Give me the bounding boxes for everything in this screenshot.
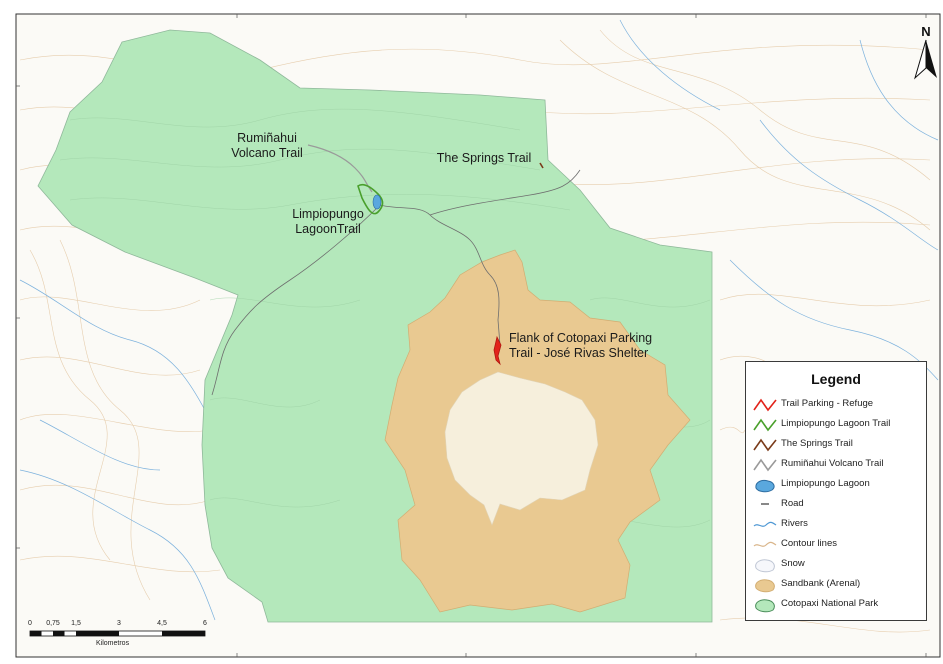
scale-tick-1: 0,75 [46,620,60,627]
roads [211,169,581,396]
legend-item-contours: Contour lines [752,536,922,556]
north-letter: N [921,24,931,39]
legend-label: The Springs Trail [781,438,853,449]
legend-item-rivers: Rivers [752,516,922,536]
scale-unit: Kilometros [96,640,130,647]
legend-label: Limpiopungo Lagoon Trail [781,418,891,429]
legend-label: Cotopaxi National Park [781,598,879,609]
rivers-background [19,19,939,621]
legend-label: Snow [781,558,805,569]
springs-trail [539,162,544,169]
scale-tick-3: 3 [117,620,121,627]
north-arrow: N [913,24,939,80]
legend-item-rumihahui-trail: Rumiñahui Volcano Trail [752,456,922,476]
limpiopungo-trail [357,183,384,215]
legend-label: Rumiñahui Volcano Trail [781,458,884,469]
road-icon [761,503,769,505]
brown-line-icon [753,438,777,452]
snow-icon [755,559,775,573]
legend-label: Rivers [781,518,808,529]
legend-item-park: Cotopaxi National Park [752,596,922,616]
gray-line-icon [753,458,777,472]
limpiopungo-lagoon [372,194,382,210]
legend: Legend Trail Parking - Refuge Limpiopung… [745,361,927,621]
north-arrow-icon [914,39,937,80]
legend-item-lagoon: Limpiopungo Lagoon [752,476,922,496]
snow-polygon [444,371,599,526]
legend-title: Legend [811,371,861,387]
legend-label: Trail Parking - Refuge [781,398,874,409]
parking-refuge-trail [493,335,502,366]
label-limpiopungo-trail: Limpiopungo LagoonTrail [292,207,364,236]
legend-item-springs-trail: The Springs Trail [752,436,922,456]
legend-label: Sandbank (Arenal) [781,578,861,589]
label-rumihahui-trail: Rumiñahui Volcano Trail [231,131,303,160]
scale-tick-5: 6 [203,620,207,627]
legend-label: Limpiopungo Lagoon [781,478,870,489]
sandbank-icon [755,579,775,593]
legend-item-trail-parking: Trail Parking - Refuge [752,396,922,416]
scale-tick-4: 4,5 [157,620,167,627]
rumihahui-trail [307,144,373,193]
scale-tick-2: 1,5 [71,620,81,627]
green-line-icon [753,418,777,432]
scale-tick-0: 0 [28,620,32,627]
lagoon-icon [755,479,775,493]
contour-icon [753,541,777,547]
legend-item-sandbank: Sandbank (Arenal) [752,576,922,596]
legend-item-limpiopungo-trail: Limpiopungo Lagoon Trail [752,416,922,436]
river-icon [753,521,777,527]
label-springs-trail: The Springs Trail [436,151,532,165]
scale-bar-graphic [29,630,206,637]
scale-bar: 0 0,75 1,5 3 4,5 6 Kilometros [26,620,216,656]
red-line-icon [753,398,777,412]
label-cotopaxi-trail: Flank of Cotopaxi Parking Trail - José R… [509,331,653,360]
park-icon [755,599,775,613]
grid-ticks [16,14,927,657]
legend-item-road: Road [752,496,922,516]
legend-label: Contour lines [781,538,837,549]
legend-item-snow: Snow [752,556,922,576]
legend-label: Road [781,498,804,509]
